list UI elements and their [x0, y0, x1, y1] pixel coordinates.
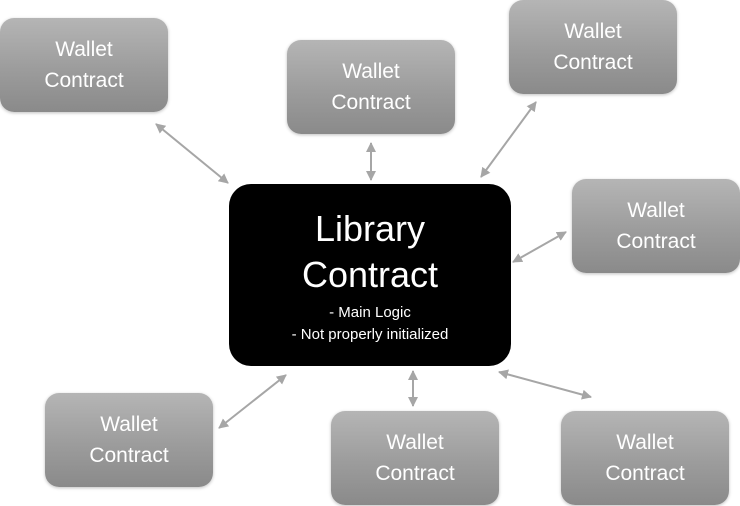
wallet-label-line1: Wallet: [100, 413, 158, 436]
library-note-main-logic: - Main Logic: [329, 304, 411, 321]
arrow-wallet-1-library: [155, 123, 229, 184]
wallet-contract-node: Wallet Contract: [509, 0, 677, 94]
wallet-contract-node: Wallet Contract: [287, 40, 455, 134]
arrow-wallet-7-library: [498, 369, 592, 400]
wallet-label-line2: Contract: [375, 462, 455, 485]
wallet-label-line1: Wallet: [627, 199, 685, 222]
wallet-label-line1: Wallet: [55, 38, 113, 61]
wallet-label-line1: Wallet: [564, 20, 622, 43]
wallet-label-line1: Wallet: [386, 431, 444, 454]
library-contract-node: Library Contract - Main Logic - Not prop…: [229, 184, 511, 366]
wallet-contract-node: Wallet Contract: [0, 18, 168, 112]
wallet-label-line2: Contract: [44, 69, 124, 92]
library-title: Library Contract: [302, 206, 438, 298]
wallet-label-line2: Contract: [89, 444, 169, 467]
arrow-wallet-3-library: [480, 101, 537, 178]
wallet-label-line2: Contract: [616, 230, 696, 253]
wallet-contract-node: Wallet Contract: [45, 393, 213, 487]
library-title-line2: Contract: [301, 254, 439, 295]
library-title-line1: Library: [314, 208, 426, 249]
arrow-wallet-5-library: [218, 374, 287, 429]
wallet-label-line1: Wallet: [616, 431, 674, 454]
wallet-contract-node: Wallet Contract: [331, 411, 499, 505]
wallet-label-line2: Contract: [605, 462, 685, 485]
arrow-wallet-4-library: [512, 231, 567, 263]
wallet-contract-node: Wallet Contract: [572, 179, 740, 273]
library-note-not-initialized: - Not properly initialized: [291, 326, 449, 343]
wallet-label-line2: Contract: [553, 51, 633, 74]
wallet-label-line2: Contract: [331, 91, 411, 114]
wallet-contract-node: Wallet Contract: [561, 411, 729, 505]
wallet-label-line1: Wallet: [342, 60, 400, 83]
